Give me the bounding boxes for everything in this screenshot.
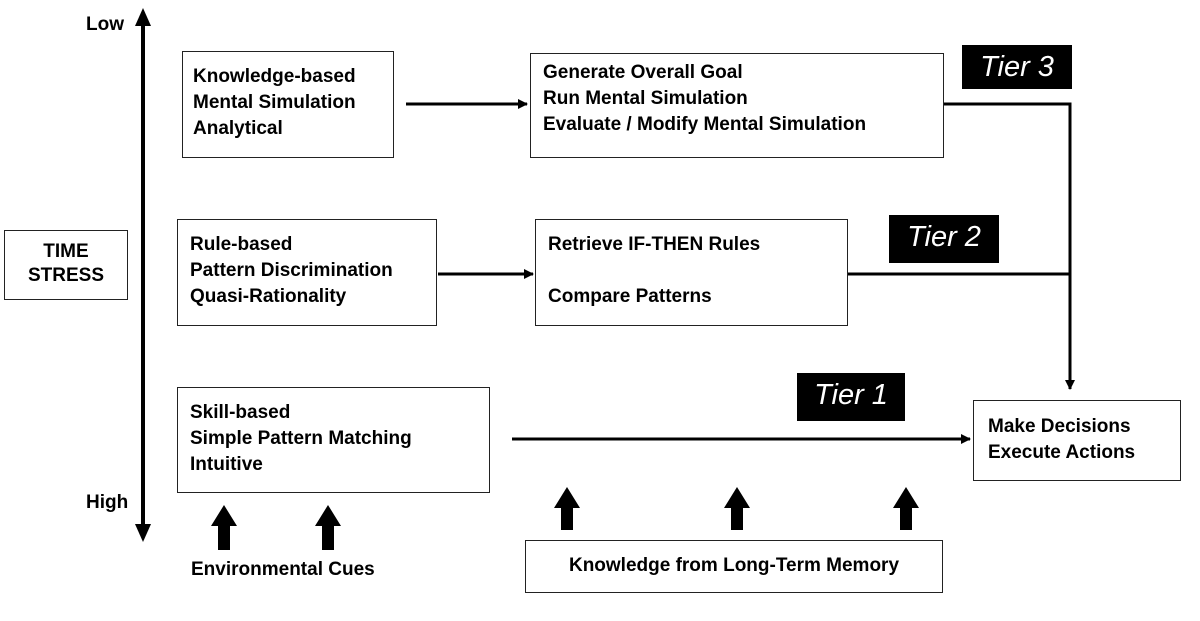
tier2-process-line: Retrieve IF-THEN Rules (548, 234, 761, 255)
tier1-badge: Tier 1 (797, 373, 905, 421)
tier3-mode-box: Knowledge-based Mental Simulation Analyt… (182, 51, 394, 158)
tier3-process-box: Generate Overall Goal Run Mental Simulat… (530, 53, 944, 158)
tier2-mode-line: Quasi-Rationality (190, 286, 347, 307)
decision-box: Make Decisions Execute Actions (973, 400, 1181, 481)
long-term-memory-box: Knowledge from Long-Term Memory (525, 540, 943, 593)
decision-line: Make Decisions (988, 416, 1131, 437)
axis-low-label: Low (86, 14, 124, 35)
tier3-process-line: Generate Overall Goal (543, 62, 743, 83)
time-stress-title-line1: TIME (43, 241, 89, 262)
decision-line: Execute Actions (988, 442, 1136, 463)
tier1-mode-line: Intuitive (190, 454, 263, 475)
environmental-cue-arrows (211, 505, 341, 550)
long-term-memory-label: Knowledge from Long-Term Memory (568, 555, 900, 576)
tier3-badge: Tier 3 (962, 45, 1072, 89)
tier3-mode-line: Knowledge-based (193, 66, 356, 87)
time-stress-axis (135, 8, 151, 542)
tier2-mode-line: Pattern Discrimination (190, 260, 393, 281)
time-stress-box: TIME STRESS (4, 230, 128, 300)
tier2-process-line: Compare Patterns (548, 286, 712, 307)
memory-arrows (554, 487, 919, 530)
tier3-mode-line: Mental Simulation (193, 92, 356, 113)
tier3-process-line: Run Mental Simulation (543, 88, 748, 109)
axis-high-label: High (86, 492, 129, 513)
environmental-cues-label: Environmental Cues (191, 559, 375, 580)
tier3-mode-line: Analytical (193, 118, 283, 139)
tier2-mode-box: Rule-based Pattern Discrimination Quasi-… (177, 219, 437, 326)
tier3-process-line: Evaluate / Modify Mental Simulation (543, 114, 867, 135)
time-stress-title-line2: STRESS (27, 265, 105, 286)
arrow-tier3-to-decision (944, 102, 1075, 390)
tier2-process-box: Retrieve IF-THEN Rules Compare Patterns (535, 219, 848, 326)
tier1-mode-line: Skill-based (190, 402, 291, 423)
tier2-mode-line: Rule-based (190, 234, 293, 255)
tier1-mode-box: Skill-based Simple Pattern Matching Intu… (177, 387, 490, 493)
tier2-badge: Tier 2 (889, 215, 999, 263)
tier1-mode-line: Simple Pattern Matching (190, 428, 412, 449)
